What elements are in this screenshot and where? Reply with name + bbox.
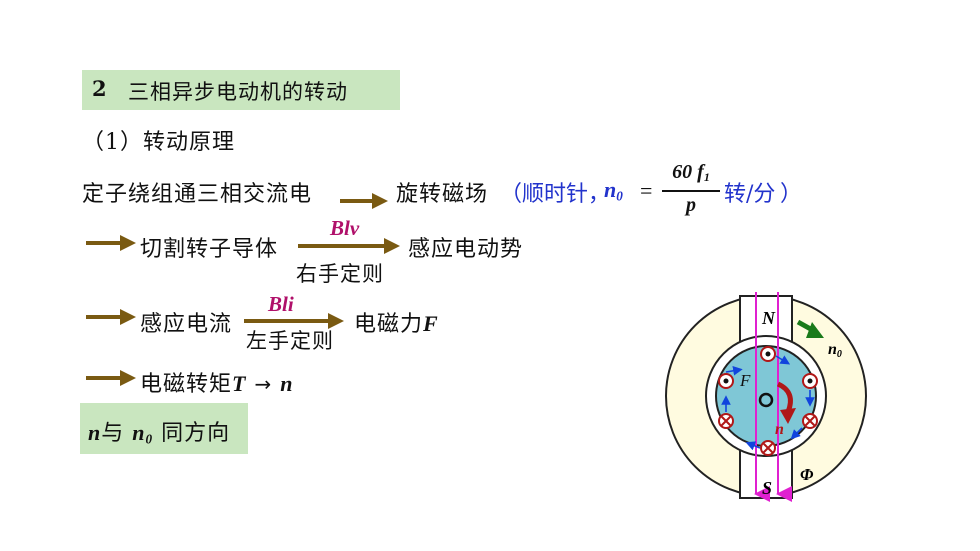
speed-unit: 转/分 (724, 182, 776, 207)
line4-text: 电磁转矩T → n (140, 371, 294, 397)
conductor-cross (802, 413, 818, 429)
section-header (82, 70, 400, 110)
line1-paren-open: （顺时针， (500, 182, 611, 207)
flux-label: Φ (800, 465, 814, 484)
n0-label: n0 (828, 341, 842, 360)
conductor-dot (760, 346, 776, 362)
conductor-dot (802, 373, 818, 389)
line1-paren-close: ） (780, 182, 803, 207)
force-label: F (739, 371, 751, 390)
line3-lead: 感应电流 (140, 312, 233, 337)
line3-result: 电磁力F (354, 311, 439, 337)
line2-result: 感应电动势 (408, 237, 524, 262)
speed-fraction: 60 f1 p (662, 160, 720, 217)
force-arrows (721, 355, 815, 451)
line1-lead: 定子绕组通三相交流电 (82, 182, 313, 207)
conductor-cross (718, 413, 734, 429)
motor-diagram: N S n0 F n Φ (665, 292, 867, 502)
subsection-title: （1）转动原理 (82, 130, 235, 155)
torque-arrow (776, 381, 793, 413)
rotor-n-label: n (775, 421, 784, 438)
line2-lead: 切割转子导体 (140, 237, 279, 262)
rotor-shaft (758, 392, 774, 408)
conclusion-box (80, 403, 248, 454)
line1-result: 旋转磁场 (396, 182, 489, 207)
line2-under-label: 右手定则 (296, 262, 384, 286)
conductor-cross (760, 440, 776, 456)
line3-under-label: 左手定则 (246, 329, 334, 353)
section-title: 三相异步电动机的转动 (128, 80, 348, 104)
conclusion-text: n与 n0 同方向 (88, 420, 231, 447)
n0-symbol: n0 (604, 177, 623, 204)
north-label: N (761, 308, 776, 328)
section-number: 2 (92, 76, 107, 101)
line2-arrow-label: Blv (330, 216, 360, 240)
conductor-dot (718, 373, 734, 389)
south-label: S (762, 478, 772, 498)
equals-sign: = (640, 178, 653, 203)
line3-arrow-label: Bli (268, 292, 294, 316)
